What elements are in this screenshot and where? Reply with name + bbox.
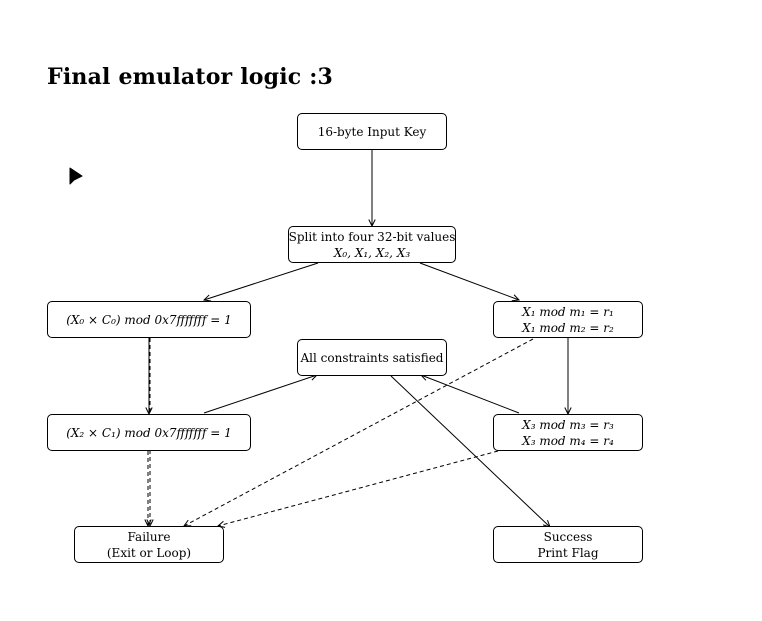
node-constraint-x1-line-1: X₁ mod m₁ = r₁: [522, 304, 614, 319]
node-split-values-line-1: Split into four 32-bit values: [288, 229, 456, 244]
edge-all-satisfied-to-success: [390, 375, 550, 527]
node-split-values-line-2: X₀, X₁, X₂, X₃: [333, 245, 411, 260]
mouse-pointer-icon: [69, 167, 83, 185]
node-constraint-x0: (X₀ × C₀) mod 0x7fffffff = 1: [47, 301, 251, 338]
node-failure-line-1: Failure: [127, 529, 171, 544]
node-constraint-x0-line-1: (X₀ × C₀) mod 0x7fffffff = 1: [66, 312, 232, 327]
node-constraint-x3-line-1: X₃ mod m₃ = r₃: [522, 417, 614, 432]
node-input-key-line-1: 16-byte Input Key: [317, 124, 427, 139]
edge-split-to-constraint-x0: [204, 262, 319, 300]
edge-constraint-x1-to-failure: [184, 338, 534, 526]
node-constraint-x3-line-2: X₃ mod m₄ = r₄: [522, 433, 614, 448]
edge-split-to-constraint-x1: [419, 262, 519, 300]
node-constraint-x2: (X₂ × C₁) mod 0x7fffffff = 1: [47, 414, 251, 451]
node-success-line-2: Print Flag: [537, 545, 599, 560]
node-success: Success Print Flag: [493, 526, 643, 563]
node-split-values: Split into four 32-bit values X₀, X₁, X₂…: [288, 226, 456, 263]
node-all-constraints-satisfied-line-1: All constraints satisfied: [300, 350, 444, 365]
node-constraint-x1-line-2: X₁ mod m₂ = r₂: [522, 320, 614, 335]
node-failure-line-2: (Exit or Loop): [106, 545, 192, 560]
node-all-constraints-satisfied: All constraints satisfied: [297, 339, 447, 376]
node-failure: Failure (Exit or Loop): [74, 526, 224, 563]
edge-constraint-x3-to-all-satisfied: [421, 375, 520, 414]
node-constraint-x3: X₃ mod m₃ = r₃ X₃ mod m₄ = r₄: [493, 414, 643, 451]
edge-constraint-x3-to-failure: [218, 450, 499, 526]
node-constraint-x1: X₁ mod m₁ = r₁ X₁ mod m₂ = r₂: [493, 301, 643, 338]
node-input-key: 16-byte Input Key: [297, 113, 447, 150]
edge-constraint-x2-to-all-satisfied: [203, 375, 317, 414]
page-title: Final emulator logic :3: [47, 64, 334, 90]
node-constraint-x2-line-1: (X₂ × C₁) mod 0x7fffffff = 1: [66, 425, 232, 440]
node-success-line-1: Success: [543, 529, 593, 544]
